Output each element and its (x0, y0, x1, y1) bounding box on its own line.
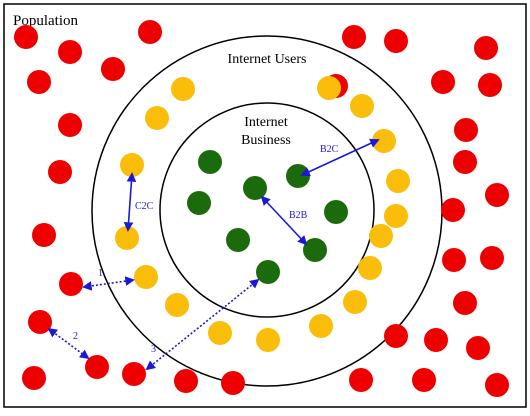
population-dot (384, 324, 408, 348)
population-dot (478, 73, 502, 97)
population-dot (28, 310, 52, 334)
business-dot (226, 228, 250, 252)
business-dot (256, 260, 280, 284)
b2c-arrow (300, 138, 380, 177)
internet-users-label: Internet Users (228, 52, 307, 67)
population-dot (480, 246, 504, 270)
user-dot (256, 328, 280, 352)
population-dot (85, 355, 109, 379)
internet-business-label-line2: Business (241, 133, 291, 148)
population-dot (453, 150, 477, 174)
population-dot (101, 57, 125, 81)
population-dot (48, 160, 72, 184)
user-dot (165, 293, 189, 317)
user-dot (115, 226, 139, 250)
business-dot (286, 164, 310, 188)
user-dot (369, 224, 393, 248)
population-dot (22, 366, 46, 390)
population-dot (453, 291, 477, 315)
population-dot (27, 70, 51, 94)
b2b-arrow (260, 195, 308, 246)
user-dot (317, 76, 341, 100)
b2b-label: B2B (289, 210, 308, 221)
population-dot (431, 70, 455, 94)
user-dot (134, 265, 158, 289)
population-dot (221, 371, 245, 395)
user-dot (145, 106, 169, 130)
relation-2-arrow (47, 327, 90, 360)
business-dot (198, 150, 222, 174)
internet-business-ring (159, 102, 375, 318)
user-dot (120, 153, 144, 177)
business-dot (187, 191, 211, 215)
internet-business-label-line1: Internet (244, 115, 288, 130)
population-dot (384, 29, 408, 53)
population-dot (485, 183, 509, 207)
population-dot (14, 25, 38, 49)
user-dot (208, 321, 232, 345)
user-dot (343, 290, 367, 314)
relation-1-arrow (82, 276, 135, 291)
population-dot (485, 373, 509, 397)
population-dot (466, 336, 490, 360)
business-dot (303, 238, 327, 262)
relation-1-label: 1 (98, 268, 103, 279)
population-dot (342, 25, 366, 49)
c2c-label: C2C (135, 201, 154, 212)
population-dot (424, 328, 448, 352)
population-dot (138, 20, 162, 44)
population-dot (412, 368, 436, 392)
population-dot (122, 362, 146, 386)
population-dot (474, 36, 498, 60)
population-dot (58, 113, 82, 137)
b2c-label: B2C (320, 144, 339, 155)
business-dot (324, 200, 348, 224)
user-dot (358, 256, 382, 280)
user-dot (386, 169, 410, 193)
c2c-arrow (123, 172, 137, 232)
user-dot (350, 94, 374, 118)
business-dot (243, 176, 267, 200)
population-dot (441, 198, 465, 222)
population-dot (58, 40, 82, 64)
population-dot (174, 369, 198, 393)
population-dot (32, 223, 56, 247)
population-dot (442, 248, 466, 272)
relation-3-label: 3 (151, 344, 156, 355)
population-dot (59, 272, 83, 296)
relation-2-label: 2 (73, 331, 78, 342)
population-label: Population (13, 13, 79, 29)
population-dot (454, 118, 478, 142)
user-dot (309, 314, 333, 338)
user-dot (171, 77, 195, 101)
user-dot (384, 204, 408, 228)
population-dot (349, 368, 373, 392)
